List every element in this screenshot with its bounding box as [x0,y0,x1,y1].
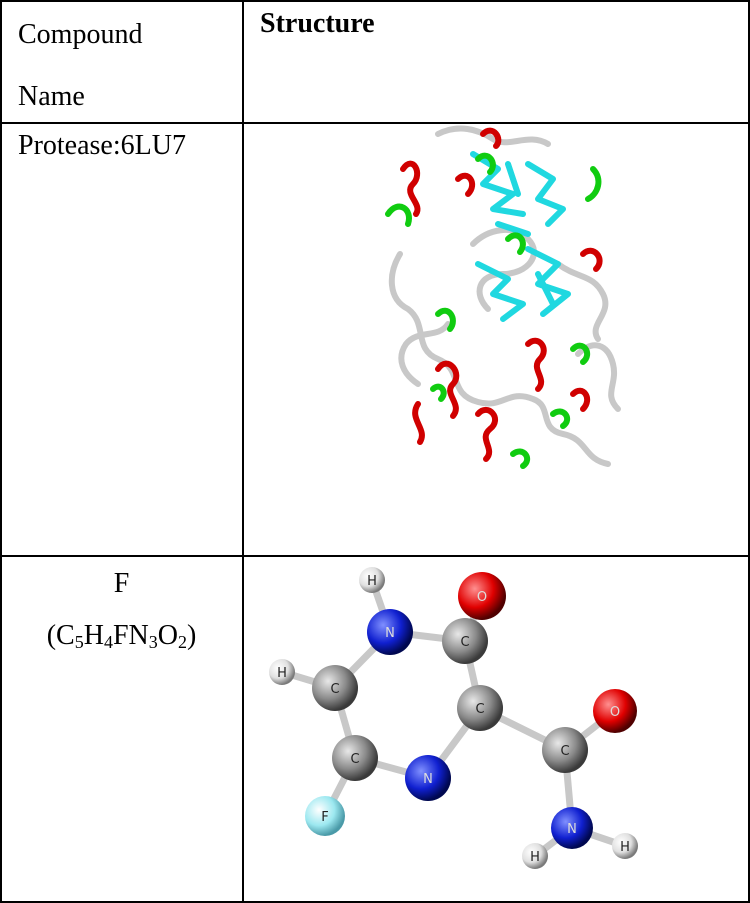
formula-sub: 5 [74,632,84,652]
svg-text:N: N [423,772,433,787]
header-compound-name: Compound Name [18,4,142,128]
svg-text:H: H [530,850,540,865]
formula-sub: 3 [148,632,158,652]
oxygen-atom: O [458,572,506,620]
row-divider-1 [0,122,750,124]
table-border-left [0,0,2,903]
svg-text:N: N [567,822,577,837]
compound-f-name: F [113,568,130,599]
svg-text:C: C [460,635,469,650]
row-divider-2 [0,555,750,557]
header-compound-line: Compound [18,19,143,50]
carbon-atom: C [332,735,378,781]
formula-part: FN [112,620,149,651]
hydrogen-atom: H [612,833,638,859]
svg-text:C: C [330,682,339,697]
column-divider [242,0,244,903]
header-structure: Structure [260,8,375,39]
svg-text:H: H [367,574,377,589]
formula-part: C [56,620,75,651]
formula-part: H [83,620,104,651]
nitrogen-atom: N [367,609,413,655]
compound-f-formula: (C5H4FN3O2) [46,620,197,652]
svg-text:F: F [321,810,328,825]
table-border-bottom [0,901,750,903]
svg-text:O: O [477,590,487,605]
nitrogen-atom: N [551,807,593,849]
svg-text:H: H [620,840,630,855]
svg-text:H: H [277,666,287,681]
formula-part: O [157,620,178,651]
svg-text:N: N [385,626,395,641]
oxygen-atom: O [593,689,637,733]
hydrogen-atom: H [269,659,295,685]
hydrogen-atom: H [522,843,548,869]
table-border-top [0,0,750,2]
nitrogen-atom: N [405,755,451,801]
svg-text:C: C [560,744,569,759]
carbon-atom: C [442,618,488,664]
table-border-right [748,0,750,903]
atoms: H O N C H C C O C N C F N H H [269,567,638,869]
hydrogen-atom: H [359,567,385,593]
carbon-atom: C [542,727,588,773]
carbon-atom: C [312,665,358,711]
compound-f-ball-stick-structure: H O N C H C C O C N C F N H H [269,567,638,869]
protease-ribbon-structure [385,125,621,469]
svg-text:O: O [610,705,620,720]
fluorine-atom: F [305,796,345,836]
carbon-atom: C [457,685,503,731]
formula-sub: 2 [177,632,187,652]
formula-sub: 4 [103,632,113,652]
protease-name: Protease:6LU7 [18,130,186,161]
svg-text:C: C [475,702,484,717]
svg-text:C: C [350,752,359,767]
header-name-line: Name [18,81,85,112]
